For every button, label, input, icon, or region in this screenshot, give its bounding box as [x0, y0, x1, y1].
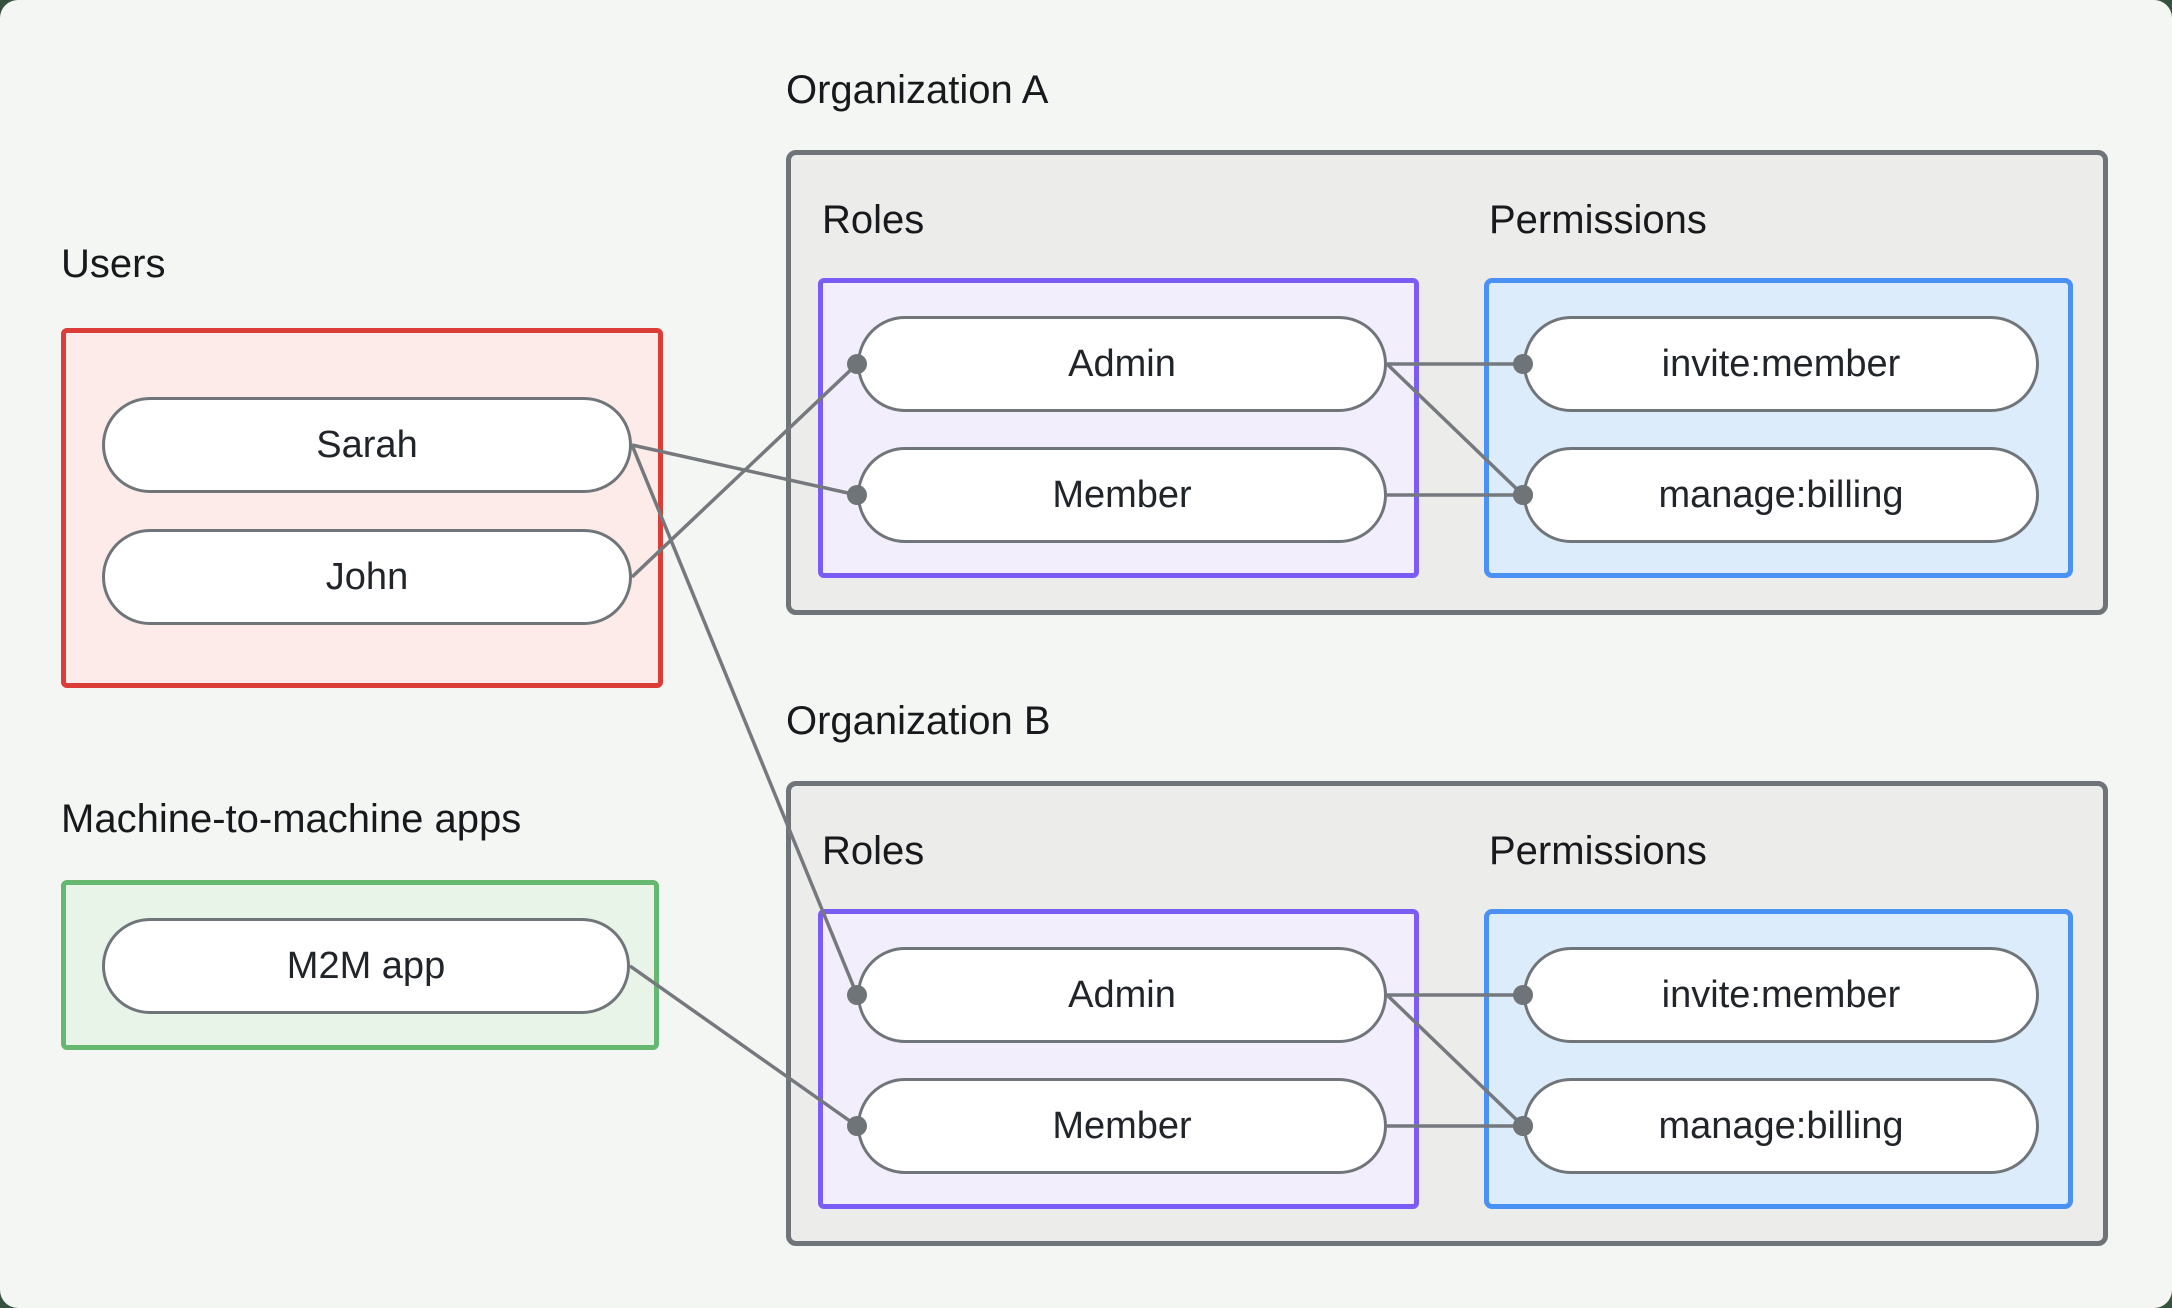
org-b-section-label: Organization B	[786, 699, 1051, 743]
org-b-roles-group-box: Admin Member	[818, 909, 1419, 1209]
users-section-label: Users	[61, 242, 166, 286]
user-node-john: John	[102, 529, 632, 625]
org-b-box: Roles Permissions Admin Member invite:me…	[786, 781, 2108, 1246]
org-b-permission-node-invite-member: invite:member	[1523, 947, 2039, 1043]
m2m-app-node: M2M app	[102, 918, 630, 1014]
org-b-roles-label: Roles	[822, 829, 925, 873]
org-b-role-node-admin: Admin	[857, 947, 1387, 1043]
org-a-role-node-admin: Admin	[857, 316, 1387, 412]
org-a-roles-group-box: Admin Member	[818, 278, 1419, 578]
org-a-permissions-label: Permissions	[1489, 198, 1707, 242]
org-a-permissions-group-box: invite:member manage:billing	[1484, 278, 2073, 578]
m2m-section-label: Machine-to-machine apps	[61, 797, 522, 841]
org-a-role-node-member: Member	[857, 447, 1387, 543]
org-b-permissions-group-box: invite:member manage:billing	[1484, 909, 2073, 1209]
org-a-box: Roles Permissions Admin Member invite:me…	[786, 150, 2108, 615]
org-a-permission-node-manage-billing: manage:billing	[1523, 447, 2039, 543]
org-a-roles-label: Roles	[822, 198, 925, 242]
m2m-group-box: M2M app	[61, 880, 659, 1050]
org-a-permission-node-invite-member: invite:member	[1523, 316, 2039, 412]
org-b-role-node-member: Member	[857, 1078, 1387, 1174]
users-group-box: Sarah John	[61, 328, 663, 688]
org-b-permissions-label: Permissions	[1489, 829, 1707, 873]
org-a-section-label: Organization A	[786, 68, 1049, 112]
user-node-sarah: Sarah	[102, 397, 632, 493]
org-b-permission-node-manage-billing: manage:billing	[1523, 1078, 2039, 1174]
